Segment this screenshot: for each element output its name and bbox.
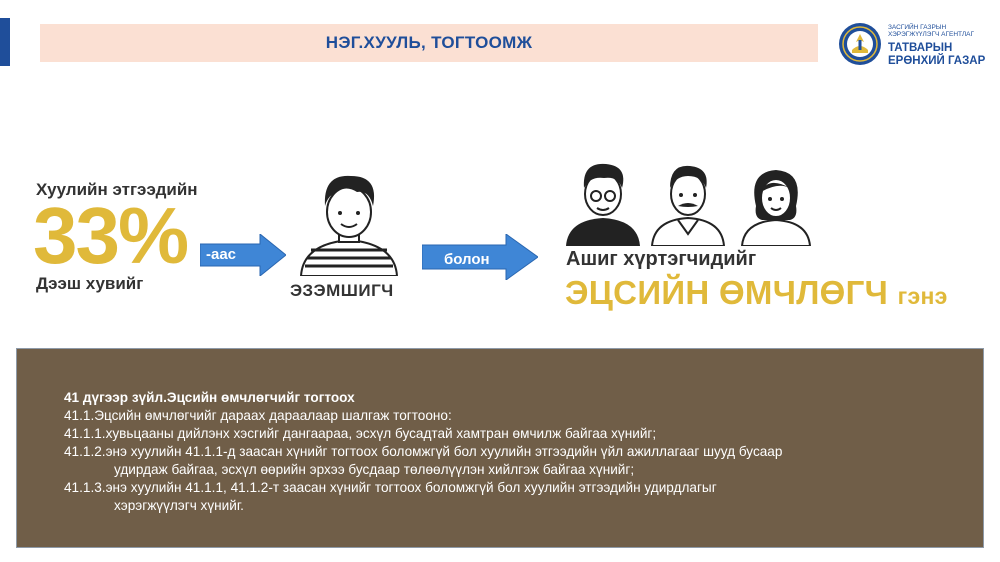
beneficiary-man-glasses-icon: [566, 163, 640, 246]
beneficiary-woman-icon: [740, 170, 812, 246]
law-article-box: 41 дүгээр зүйл.Эцсийн өмчлөгчийг тогтоох…: [16, 348, 984, 548]
arrow-right-icon: [422, 234, 538, 280]
arrow-right-icon: [200, 234, 286, 276]
beneficiary-label: Ашиг хүртэгчидийг: [566, 248, 757, 270]
header-banner: НЭГ.ХУУЛЬ, ТОГТООМЖ: [40, 24, 818, 62]
law-clause: 41.1.2.энэ хуулийн 41.1.1-д заасан хүний…: [64, 444, 783, 459]
law-clause: 41.1.Эцсийн өмчлөгчийг дараах дараалаар …: [64, 408, 452, 423]
law-clause-continuation: удирдаж байгаа, эсхүл өөрийн эрхээ бусда…: [114, 462, 635, 477]
left-accent-stripe: [0, 18, 10, 66]
emblem-icon: [839, 23, 881, 65]
ubo-suffix: гэнэ: [897, 283, 948, 309]
owner-label: ЭЗЭМШИГЧ: [290, 281, 394, 300]
law-entity-label: Хуулийн этгээдийн: [36, 180, 198, 199]
arrow-label-from: -аас: [206, 246, 237, 263]
above-percent-label: Дээш хувийг: [36, 274, 144, 293]
page-title: НЭГ.ХУУЛЬ, ТОГТООМЖ: [325, 33, 533, 52]
owner-person-icon: [299, 175, 399, 276]
agency-logo: ЗАСГИЙН ГАЗРЫН ХЭРЭГЖҮҮЛЭГЧ АГЕНТЛАГ ТАТ…: [838, 20, 988, 70]
logo-subtitle: ЗАСГИЙН ГАЗРЫН ХЭРЭГЖҮҮЛЭГЧ АГЕНТЛАГ: [888, 24, 974, 38]
ubo-label: ЭЦСИЙН ӨМЧЛӨГЧ гэнэ: [565, 274, 948, 311]
law-clause: 41.1.3.энэ хуулийн 41.1.1, 41.1.2-т заас…: [64, 480, 717, 495]
arrow-label-and: болон: [444, 251, 490, 268]
beneficiary-man-mustache-icon: [650, 165, 726, 246]
law-clause-continuation: хэрэгжүүлэгч хүнийг.: [114, 498, 244, 513]
law-article-title: 41 дүгээр зүйл.Эцсийн өмчлөгчийг тогтоох: [64, 390, 355, 405]
percent-value: 33%: [33, 191, 189, 280]
logo-name: ТАТВАРЫН ЕРӨНХИЙ ГАЗАР: [888, 42, 986, 67]
law-article-text: 41 дүгээр зүйл.Эцсийн өмчлөгчийг тогтоох…: [64, 389, 974, 515]
law-clause: 41.1.1.хувьцааны дийлэнх хэсгийг дангаар…: [64, 426, 657, 441]
